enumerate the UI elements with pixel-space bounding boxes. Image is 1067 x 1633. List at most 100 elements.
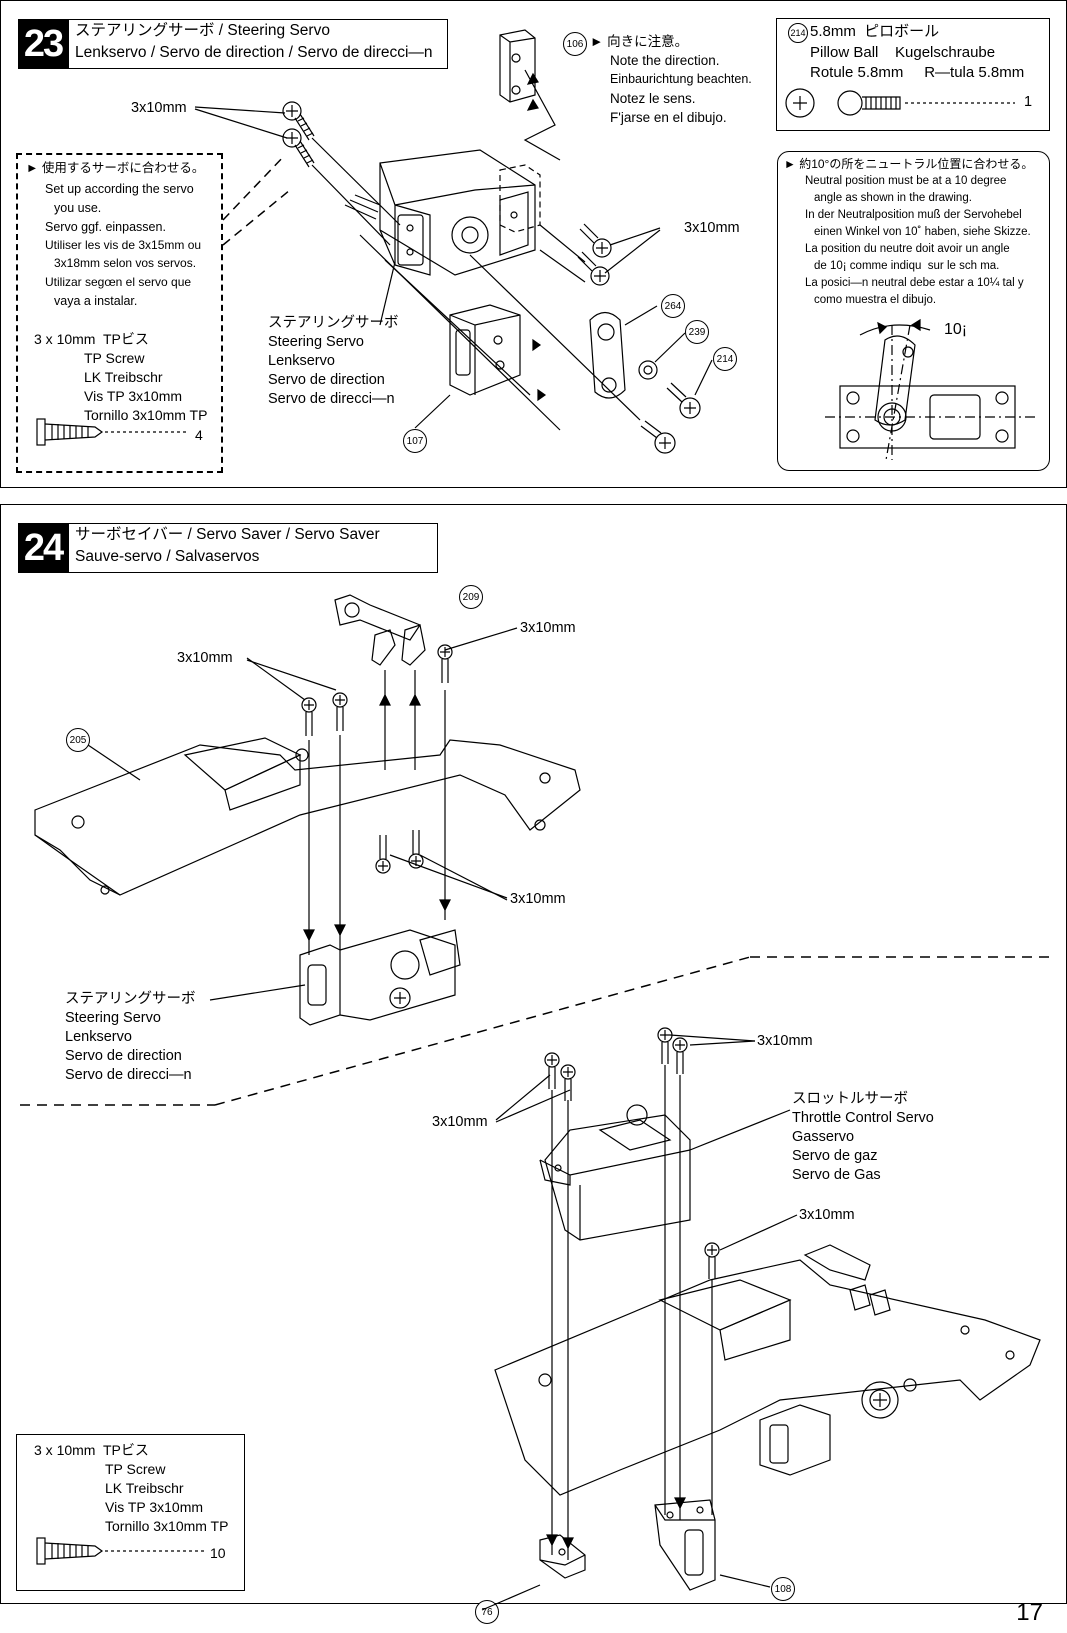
part-108-marker: 108 (771, 1577, 795, 1601)
part-214-marker: 214 (713, 347, 737, 371)
step-23-screw (577, 251, 610, 286)
step-23-screw (579, 223, 612, 258)
screw-label: 3x10mm (799, 1207, 855, 1223)
screw-legend-name: TP Screw (84, 350, 145, 366)
step-24-screw (332, 692, 348, 731)
step-24-guide-lines (303, 690, 451, 955)
part-106-marker: 106 (563, 32, 587, 56)
step-23-guide-lines (311, 137, 641, 431)
screw-legend-size: 3 x 10mm TPビス (34, 331, 149, 347)
step-23-title-line1: ステアリングサーボ / Steering Servo (75, 22, 330, 39)
step-24-screw (375, 835, 391, 874)
neutral-note-line: La position du neutre doit avoir un angl… (805, 243, 1010, 255)
throttle-label-line: スロットルサーボ (792, 1091, 908, 1107)
pillow-ball-line3: Rotule 5.8mm R—tula 5.8mm (810, 64, 1025, 81)
step-23-screw (282, 101, 315, 141)
servo-note-box (16, 153, 223, 473)
part-264-marker: 264 (661, 294, 685, 318)
step-24-part-209 (334, 594, 426, 770)
screw-legend-size: 3 x 10mm TPビス (34, 1442, 149, 1458)
step-23-part-239 (638, 360, 658, 380)
servo-label-line: Servo de direcci—n (268, 391, 395, 407)
step-24-separator (20, 956, 1050, 1106)
part-209-marker: 209 (459, 585, 483, 609)
servo-note-line: vaya a instalar. (54, 294, 138, 308)
step-24-throttle-servo (539, 1104, 691, 1241)
neutral-note-line: de 10¡ comme indiqu sur le sch ma. (814, 260, 1000, 272)
neutral-note-line: In der Neutralposition muß der Servohebe… (805, 209, 1022, 221)
step-23-part-106 (499, 29, 561, 161)
step-24-screw (657, 1027, 673, 1064)
step-24-number: 24 (18, 523, 68, 573)
step-23-dashed-link (222, 154, 291, 246)
step-23-title: ステアリングサーボ / Steering Servo Lenkservo / S… (68, 19, 448, 69)
step-23-part-264 (589, 311, 626, 399)
servo-note-line: Servo ggf. einpassen. (45, 220, 166, 234)
step-23-screw (282, 128, 315, 168)
screw-label: 3x10mm (510, 891, 566, 907)
pillow-ball-line1: 5.8mm ピロボール (810, 23, 940, 40)
screw-label: 3x10mm (177, 650, 233, 666)
neutral-note-line: como muestra el dibujo. (814, 294, 937, 306)
screw-legend-name: LK Treibschr (84, 369, 163, 385)
steering-label-line: Servo de direcci—n (65, 1067, 192, 1083)
step-23-leaders (194, 106, 713, 429)
neutral-diagram (825, 318, 1035, 461)
direction-note-line: Note the direction. (610, 53, 720, 68)
step-24-screw (301, 697, 317, 736)
servo-note-line: Utiliser les vis de 3x15mm ou (45, 238, 202, 252)
page-number: 17 (1016, 1599, 1043, 1626)
pillow-ball-icon (785, 88, 1015, 118)
servo-note-line: Utilizar segœn el servo que (45, 275, 192, 289)
steering-label-line: Servo de direction (65, 1048, 182, 1064)
screw-label: 3x10mm (757, 1033, 813, 1049)
screw-legend-name: TP Screw (105, 1461, 166, 1477)
step-23-part-107 (449, 304, 547, 402)
direction-note-line: ► 向きに注意。 (590, 34, 689, 49)
screw-label: 3x10mm (520, 620, 576, 636)
part-214-marker: 214 (788, 23, 808, 43)
throttle-label-line: Gasservo (792, 1129, 855, 1145)
servo-label-line: Lenkservo (268, 353, 335, 369)
steering-label-line: Steering Servo (65, 1010, 161, 1026)
screw-legend-name: Tornillo 3x10mm TP (84, 407, 208, 423)
step-23-number: 23 (18, 19, 68, 69)
neutral-note-line: ► 約10°の所をニュートラル位置に合わせる。 (784, 157, 1034, 171)
step-24-screw (544, 1052, 560, 1089)
neutral-note-line: angle as shown in the drawing. (814, 192, 972, 204)
step-24-screw (560, 1064, 576, 1101)
step-24-screw (437, 644, 453, 683)
screw-legend-name: Vis TP 3x10mm (105, 1499, 204, 1515)
servo-label-line: Servo de direction (268, 372, 385, 388)
pillow-ball-qty: 1 (1024, 94, 1033, 110)
step-24-steering-servo (299, 929, 461, 1026)
step-24-part-76 (539, 1534, 586, 1579)
servo-label-line: Steering Servo (268, 334, 364, 350)
direction-note-line: F'jarse en el dibujo. (610, 110, 727, 125)
step-23-screw (640, 420, 676, 454)
pillow-ball-line2: Pillow Ball Kugelschraube (810, 44, 996, 61)
servo-note-line: you use. (54, 201, 102, 215)
part-205-marker: 205 (66, 728, 90, 752)
neutral-note-box (777, 151, 1050, 471)
step-23-part-214 (666, 382, 701, 419)
neutral-note-line: einen Winkel von 10˚ haben, siehe Skizze… (814, 226, 1031, 238)
screw-legend-name: Tornillo 3x10mm TP (105, 1518, 229, 1534)
direction-note-line: Notez le sens. (610, 91, 696, 106)
step-24-throttle-guides (546, 1065, 713, 1560)
part-239-marker: 239 (685, 320, 709, 344)
step-23-servo (344, 149, 536, 276)
servo-label-line: ステアリングサーボ (268, 315, 399, 331)
servo-note-line: 3x18mm selon vos servos. (54, 256, 197, 270)
step-24-chassis-top (34, 737, 581, 896)
pillow-ball-box (776, 18, 1050, 131)
servo-note-line: ► 使用するサーボに合わせる。 (26, 161, 205, 175)
step-24-title-line1: サーボセイバー / Servo Saver / Servo Saver (75, 526, 380, 543)
step-24-assembled-chassis (494, 1244, 1041, 1496)
screw-label: 3x10mm (131, 100, 187, 116)
step-24-screw-legend-box (16, 1434, 245, 1591)
screw-legend-qty: 4 (195, 427, 203, 443)
neutral-note-line: Neutral position must be at a 10 degree (805, 175, 1007, 187)
screw-legend-name: LK Treibschr (105, 1480, 184, 1496)
step-24-screw (672, 1037, 688, 1074)
